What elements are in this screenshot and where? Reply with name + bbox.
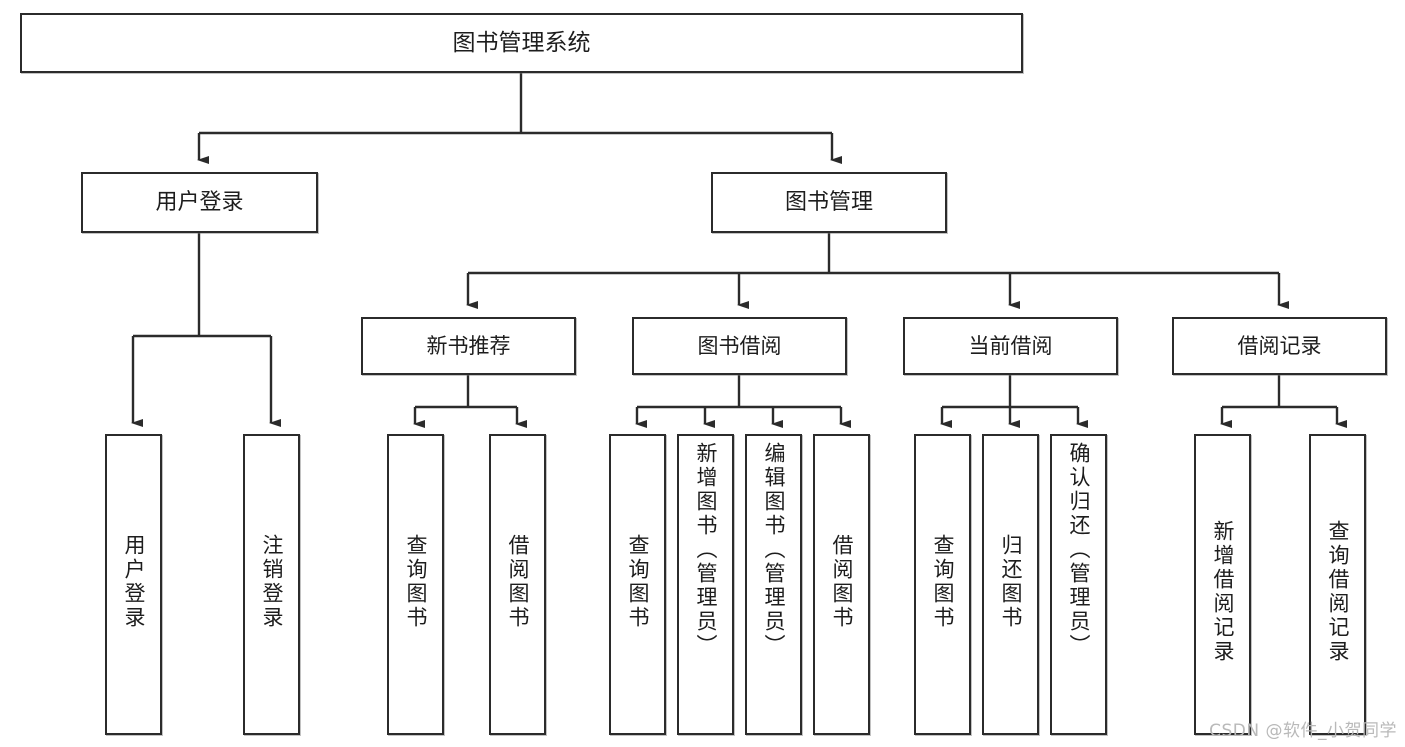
node-new-book-recommend[interactable]: 新书推荐 <box>361 317 576 375</box>
node-label: 当前借阅 <box>968 333 1053 358</box>
leaf-add-borrow-record[interactable]: 新增借阅记录 <box>1194 434 1251 735</box>
leaf-add-book-admin[interactable]: 新增图书（管理员） <box>677 434 734 735</box>
node-label: 确认归还（管理员） <box>1067 442 1091 658</box>
csdn-watermark: CSDN @软件_小贺同学 <box>1209 721 1397 741</box>
leaf-query-borrow-record[interactable]: 查询借阅记录 <box>1309 434 1366 735</box>
node-label: 查询图书 <box>626 534 650 630</box>
leaf-user-login[interactable]: 用户登录 <box>105 434 162 735</box>
node-label: 注销登录 <box>260 534 284 630</box>
leaf-query-book-recommend[interactable]: 查询图书 <box>387 434 444 735</box>
node-borrow-record[interactable]: 借阅记录 <box>1172 317 1387 375</box>
node-user-login[interactable]: 用户登录 <box>81 172 318 233</box>
node-label: 图书借阅 <box>697 333 782 358</box>
node-label: 图书管理系统 <box>452 29 591 56</box>
node-label: 借阅图书 <box>830 534 854 630</box>
leaf-logout[interactable]: 注销登录 <box>243 434 300 735</box>
leaf-return-book[interactable]: 归还图书 <box>982 434 1039 735</box>
node-current-borrow[interactable]: 当前借阅 <box>903 317 1118 375</box>
node-book-management[interactable]: 图书管理 <box>711 172 947 233</box>
node-label: 借阅图书 <box>506 534 530 630</box>
node-label: 新书推荐 <box>426 333 511 358</box>
node-book-borrow[interactable]: 图书借阅 <box>632 317 847 375</box>
leaf-confirm-return-admin[interactable]: 确认归还（管理员） <box>1050 434 1107 735</box>
leaf-query-book-current[interactable]: 查询图书 <box>914 434 971 735</box>
node-label: 查询借阅记录 <box>1326 520 1350 664</box>
node-label: 用户登录 <box>155 189 244 215</box>
node-label: 编辑图书（管理员） <box>762 442 786 658</box>
node-label: 新增借阅记录 <box>1211 520 1235 664</box>
node-label: 借阅记录 <box>1237 333 1322 358</box>
node-label: 用户登录 <box>122 534 146 630</box>
node-label: 新增图书（管理员） <box>694 442 718 658</box>
node-label: 图书管理 <box>784 189 873 215</box>
node-root-system[interactable]: 图书管理系统 <box>20 13 1023 73</box>
leaf-query-book-borrow[interactable]: 查询图书 <box>609 434 666 735</box>
leaf-borrow-book[interactable]: 借阅图书 <box>813 434 870 735</box>
leaf-borrow-book-recommend[interactable]: 借阅图书 <box>489 434 546 735</box>
leaf-edit-book-admin[interactable]: 编辑图书（管理员） <box>745 434 802 735</box>
node-label: 查询图书 <box>404 534 428 630</box>
node-label: 查询图书 <box>931 534 955 630</box>
node-label: 归还图书 <box>999 534 1023 630</box>
